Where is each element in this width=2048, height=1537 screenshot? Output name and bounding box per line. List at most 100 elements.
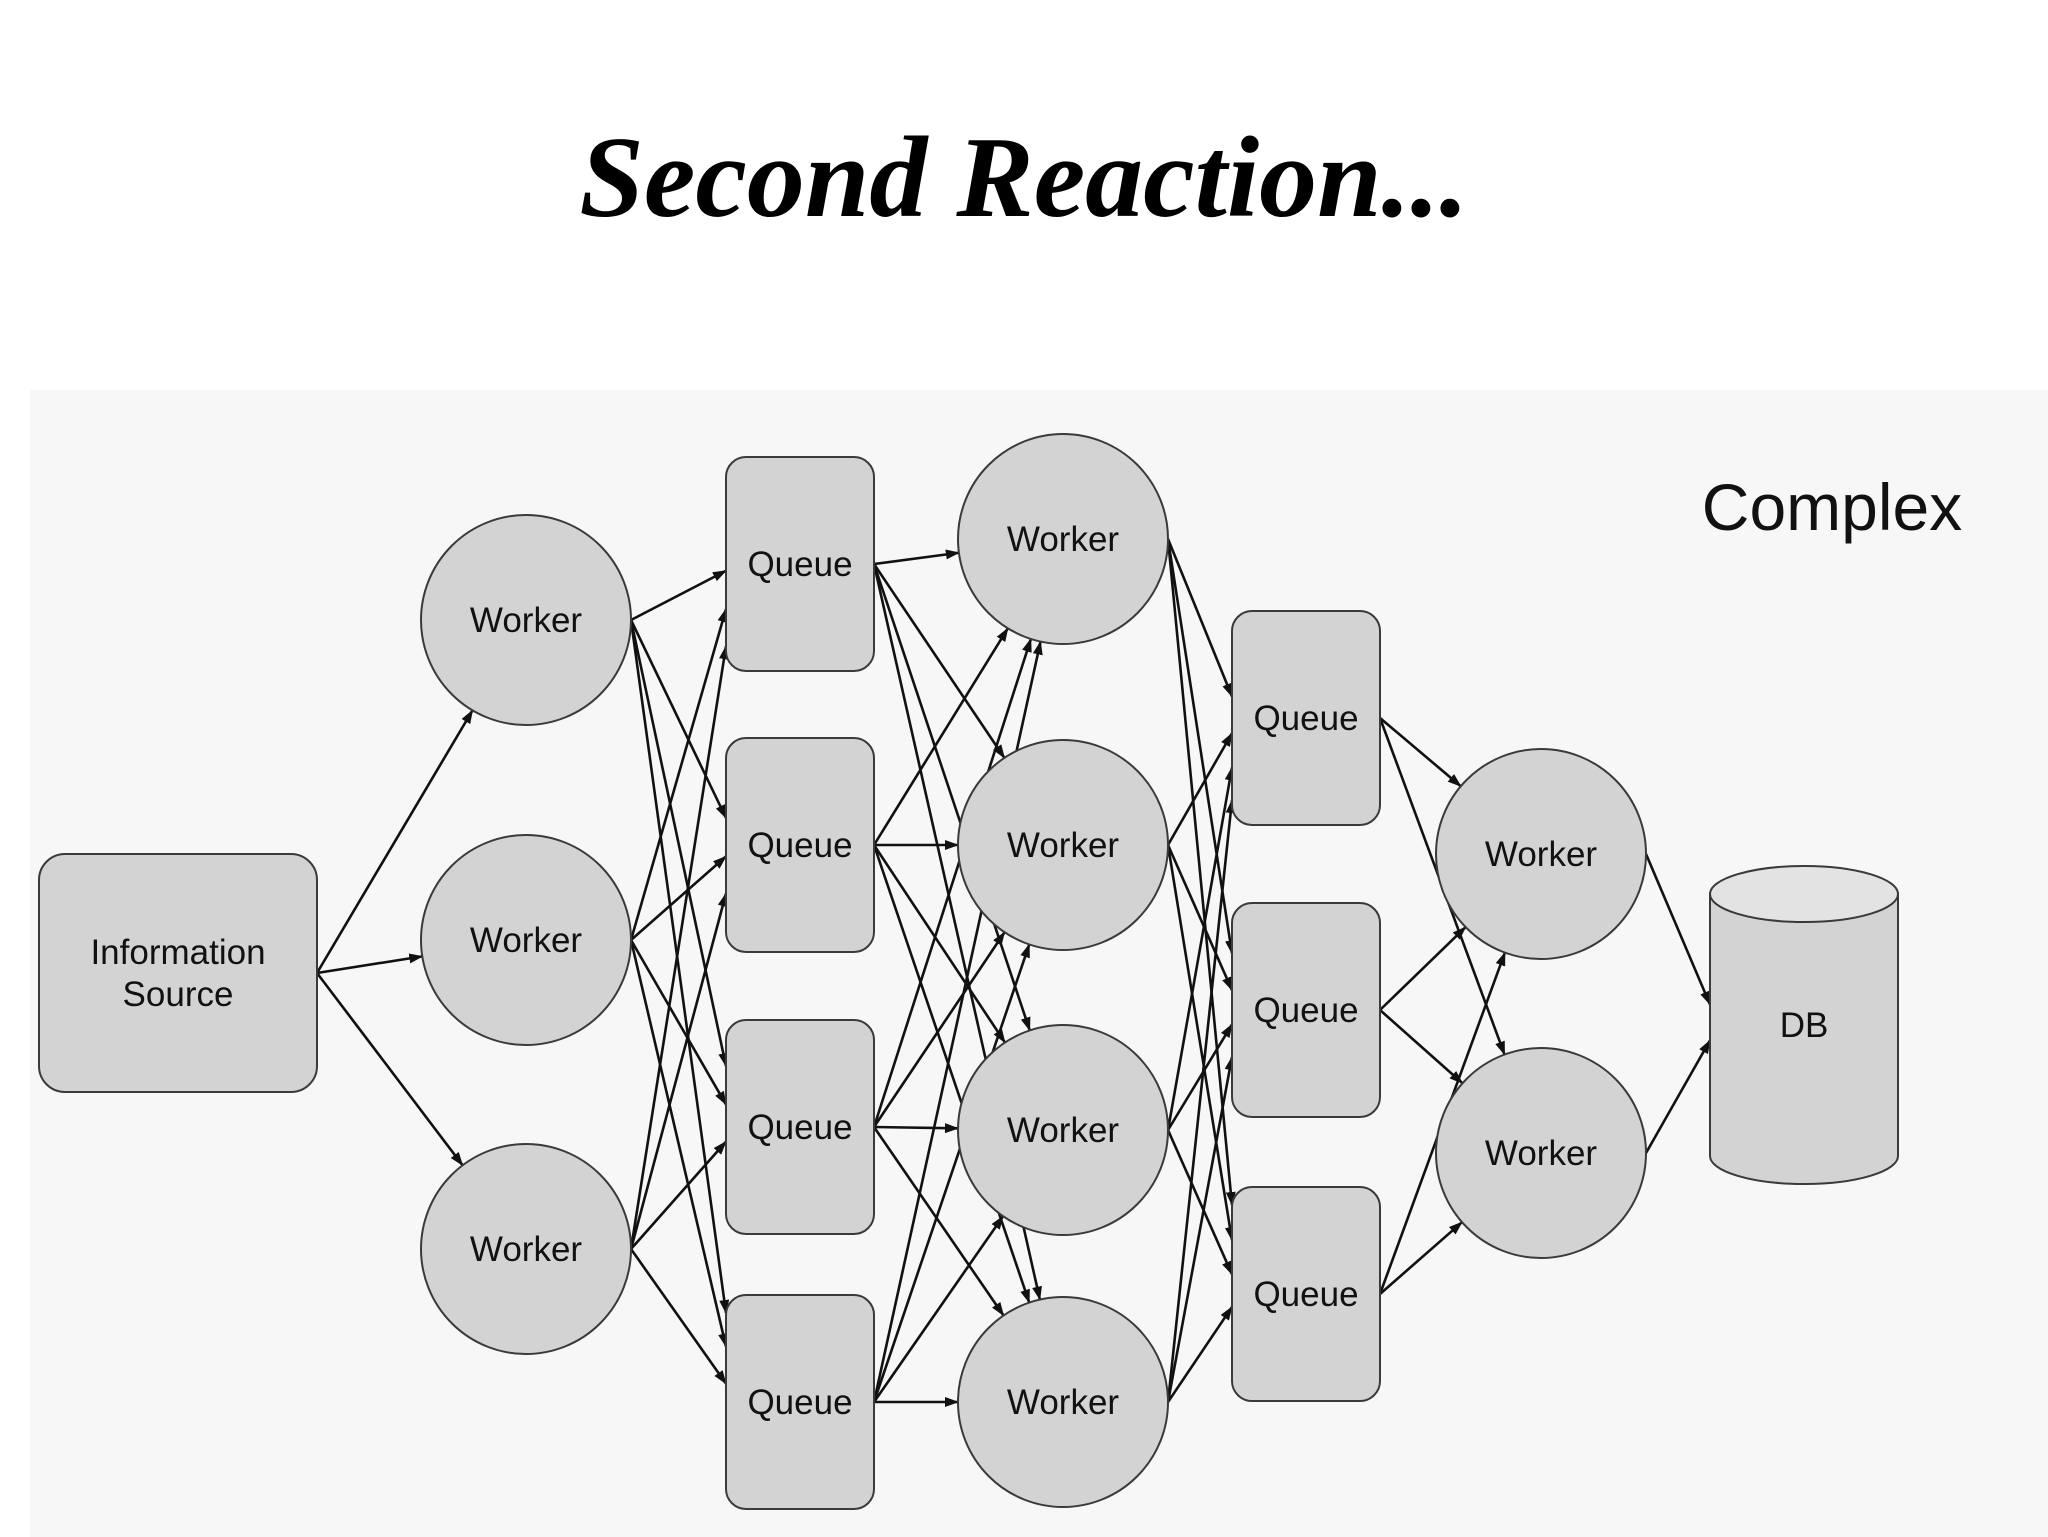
node-w1b: Worker (420, 834, 632, 1046)
edge-w2b-to-q2a (1166, 732, 1234, 846)
queue-box (725, 456, 875, 672)
edge-q1c-to-w2d (872, 1126, 1005, 1317)
edge-w2a-to-q2c (1166, 538, 1236, 1206)
edge-w3a-to-db (1644, 853, 1712, 1006)
node-label: Worker (470, 921, 582, 960)
database-cylinder-top (1709, 865, 1899, 923)
node-q1a: Queue (725, 456, 875, 672)
worker-circle (957, 1296, 1169, 1508)
edge-w1b-to-q1b (630, 855, 727, 941)
queue-box (1231, 902, 1381, 1118)
edge-w1c-to-q1c (630, 1140, 727, 1250)
node-label: Worker (1007, 520, 1119, 559)
edge-w1b-to-q1a (629, 608, 728, 941)
queue-box (1231, 1186, 1381, 1402)
edge-q2c-to-w3b (1379, 1221, 1463, 1295)
edge-w2d-to-q2a (1166, 799, 1236, 1403)
node-db: DB (1709, 865, 1899, 1185)
edge-w2b-to-q2b (1166, 844, 1234, 992)
edge-w2c-to-q2c (1166, 1129, 1234, 1276)
edge-src-to-w1b (316, 953, 424, 975)
source-box (38, 853, 318, 1093)
node-q1d: Queue (725, 1294, 875, 1510)
edge-src-to-w1c (315, 972, 464, 1167)
edge-w3b-to-db (1644, 1039, 1712, 1154)
worker-circle (957, 739, 1169, 951)
node-label: DB (1780, 1006, 1829, 1045)
node-label: Queue (747, 1108, 852, 1147)
node-q2c: Queue (1231, 1186, 1381, 1402)
edge-w2c-to-q2b (1166, 1023, 1234, 1131)
node-label: Queue (1253, 699, 1358, 738)
edge-q1a-to-w2c (872, 563, 1031, 1032)
edge-w2d-to-q2c (1166, 1306, 1234, 1403)
edge-w2c-to-q2a (1166, 766, 1235, 1131)
edge-w2a-to-q2a (1166, 538, 1234, 698)
nodes-layer: InformationSourceWorkerWorkerWorkerQueue… (38, 433, 1899, 1510)
edge-q2b-to-w3b (1379, 1009, 1464, 1085)
edge-w1a-to-q1d (629, 619, 730, 1314)
edge-q1c-to-w2a (872, 638, 1033, 1128)
node-label: Queue (1253, 991, 1358, 1030)
node-label: Queue (1253, 1275, 1358, 1314)
node-w1a: Worker (420, 514, 632, 726)
node-label: Worker (1485, 835, 1597, 874)
edge-w2b-to-q2c (1166, 844, 1235, 1242)
edge-w1b-to-q1d (629, 939, 728, 1348)
node-label: Worker (1485, 1134, 1597, 1173)
node-label: Information (90, 933, 265, 972)
queue-box (725, 737, 875, 953)
node-label: Source (123, 975, 234, 1014)
node-label: Worker (1007, 1111, 1119, 1150)
node-w2b: Worker (957, 739, 1169, 951)
node-w2a: Worker (957, 433, 1169, 645)
edge-q1b-to-w2c (872, 844, 1007, 1044)
edge-w2d-to-q2b (1166, 1056, 1235, 1403)
queue-box (1231, 610, 1381, 826)
node-label: Worker (470, 601, 582, 640)
worker-circle (420, 834, 632, 1046)
worker-circle (1435, 1047, 1647, 1259)
worker-circle (1435, 748, 1647, 960)
node-label: Queue (747, 1383, 852, 1422)
edge-q1b-to-w2a (872, 627, 1009, 846)
edge-w1a-to-q1a (630, 569, 727, 622)
queue-box (725, 1019, 875, 1235)
edge-q1a-to-w2a (873, 549, 960, 566)
edge-src-to-w1a (315, 709, 474, 974)
edge-w1c-to-q1d (629, 1248, 728, 1385)
node-w1c: Worker (420, 1143, 632, 1355)
node-q2a: Queue (1231, 610, 1381, 826)
edge-q2b-to-w3a (1379, 926, 1467, 1011)
slide-title: Second Reaction... (579, 114, 1469, 242)
edge-q2a-to-w3a (1379, 717, 1462, 788)
node-label: Worker (1007, 826, 1119, 865)
worker-circle (957, 1024, 1169, 1236)
edge-w1a-to-q1b (629, 619, 728, 819)
edge-q1d-to-w2b (872, 943, 1031, 1403)
node-label: Queue (747, 826, 852, 865)
edge-q1a-to-w2b (872, 563, 1006, 759)
node-label: Queue (747, 545, 852, 584)
edge-w1a-to-q1c (629, 619, 729, 1068)
worker-circle (957, 433, 1169, 645)
node-w2d: Worker (957, 1296, 1169, 1508)
node-label: Worker (1007, 1383, 1119, 1422)
node-q1c: Queue (725, 1019, 875, 1235)
node-label: Worker (470, 1230, 582, 1269)
node-w3a: Worker (1435, 748, 1647, 960)
complexity-label: Complex (1702, 470, 1962, 544)
edge-w2a-to-q2b (1166, 538, 1235, 955)
edge-q1d-to-w2c (872, 1215, 1005, 1403)
node-w2c: Worker (957, 1024, 1169, 1236)
worker-circle (420, 514, 632, 726)
edge-q1c-to-w2c (873, 1123, 960, 1134)
edges-layer (315, 538, 1712, 1407)
node-q2b: Queue (1231, 902, 1381, 1118)
edge-w1c-to-q1a (629, 645, 729, 1250)
database-cylinder-body (1709, 893, 1899, 1185)
node-q1b: Queue (725, 737, 875, 953)
worker-circle (420, 1143, 632, 1355)
